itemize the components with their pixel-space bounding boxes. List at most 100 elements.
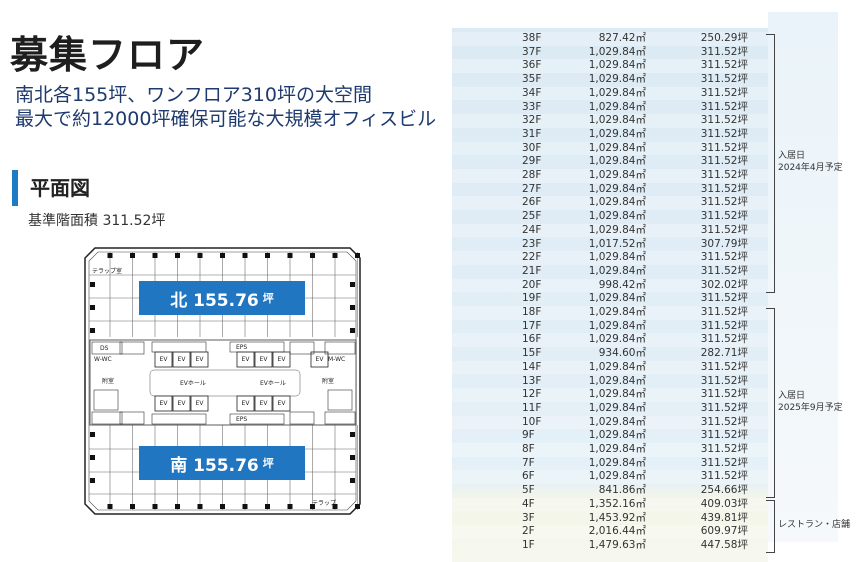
pillar	[242, 504, 248, 509]
pillar	[350, 432, 355, 437]
pillar	[107, 253, 113, 258]
floor-label: 22F	[522, 251, 542, 264]
elevator-label: EV	[259, 356, 268, 363]
subtitle-line-2: 最大で約12000坪確保可能な大規模オフィスビル	[15, 108, 437, 130]
floor-label: 37F	[522, 45, 542, 58]
core-room	[151, 341, 207, 353]
floor-label: 32F	[522, 114, 542, 127]
floor-area-sqm: 1,029.84㎡	[588, 470, 646, 483]
floor-label: 4F	[522, 497, 535, 510]
bracket-2024	[766, 34, 775, 293]
floor-label: 19F	[522, 292, 542, 305]
floor-area-tsubo: 311.52坪	[700, 333, 748, 346]
floor-area-sqm: 1,029.84㎡	[588, 155, 646, 168]
floor-label: 5F	[522, 484, 535, 497]
floor-label: 2F	[522, 525, 535, 538]
terrace-label: テラップ	[312, 500, 337, 507]
pillar	[265, 504, 270, 509]
core-room	[119, 341, 145, 355]
elevator-shaft	[154, 395, 173, 412]
core-room	[93, 389, 119, 411]
zone-south-unit: 坪	[262, 457, 274, 470]
floor-area-sqm: 1,029.84㎡	[588, 443, 646, 455]
floor-area-sqm: 827.42㎡	[598, 32, 646, 44]
elevator-label: EV	[195, 400, 204, 407]
pillar	[197, 504, 203, 509]
floor-area-tsubo: 311.52坪	[700, 374, 748, 387]
floor-label: 28F	[522, 169, 542, 181]
group-label-line2: 2024年4月予定	[778, 163, 843, 174]
floor-label: 16F	[522, 333, 542, 346]
pillar	[350, 328, 355, 333]
floor-label: 21F	[522, 264, 542, 277]
pillar	[90, 328, 95, 333]
floor-label: 1F	[522, 538, 535, 551]
floor-area-tsubo: 311.52坪	[700, 319, 748, 332]
floor-area-tsubo: 311.52坪	[700, 223, 748, 236]
floor-area-tsubo: 311.52坪	[700, 73, 748, 86]
floor-area-sqm: 934.60㎡	[598, 347, 646, 360]
pillar	[90, 455, 95, 460]
floor-area-tsubo: 311.52坪	[700, 182, 748, 195]
pillar	[90, 478, 95, 483]
pillar	[310, 504, 315, 509]
elevator-label: EV	[259, 400, 268, 407]
floor-label: 33F	[522, 100, 542, 113]
floor-area-tsubo: 311.52坪	[700, 251, 748, 264]
floor-area-tsubo: 447.58坪	[700, 538, 748, 551]
floor-area-sqm: 841.86㎡	[598, 484, 646, 497]
floor-area-sqm: 1,029.84㎡	[588, 374, 646, 387]
pillar	[355, 253, 360, 258]
floor-row: 13F 1,029.84㎡ 311.52坪	[452, 375, 768, 389]
floor-label: 24F	[522, 223, 542, 236]
pillar	[90, 305, 95, 310]
zone-north-unit: 坪	[262, 292, 274, 305]
elevator-shaft	[272, 395, 291, 412]
elevator-label: EV	[241, 356, 250, 363]
core-room	[229, 341, 285, 353]
core-room	[324, 341, 356, 355]
ev-hall	[149, 369, 301, 397]
pillar	[242, 253, 248, 258]
elevator-label: EV	[177, 400, 186, 407]
ds-label: DS	[100, 345, 109, 352]
floor-label: 7F	[522, 456, 535, 469]
floor-label: 8F	[522, 443, 535, 455]
core-room	[91, 411, 123, 425]
floor-label: 23F	[522, 237, 542, 250]
floor-label: 11F	[522, 401, 542, 414]
pillar	[220, 253, 225, 258]
pillar	[175, 504, 180, 509]
elevator-shaft	[254, 395, 273, 412]
floor-area-tsubo: 311.52坪	[700, 100, 748, 113]
floor-area-tsubo: 311.52坪	[700, 306, 748, 318]
floor-area-tsubo: 311.52坪	[700, 59, 748, 72]
floor-area-sqm: 1,029.84㎡	[588, 86, 646, 99]
floor-area-tsubo: 609.97坪	[700, 525, 748, 538]
zone-north-label: 北 155.76	[170, 290, 259, 311]
floor-area-tsubo: 311.52坪	[700, 155, 748, 168]
floor-area-sqm: 1,029.84㎡	[588, 100, 646, 113]
floor-area-sqm: 1,029.84㎡	[588, 429, 646, 442]
terrace-room-label: テラップ室	[92, 268, 123, 275]
core-room	[119, 411, 145, 425]
floor-area-tsubo: 311.52坪	[700, 45, 748, 58]
floor-area-sqm: 1,029.84㎡	[588, 456, 646, 469]
zone-south-label: 南 155.76	[170, 455, 259, 476]
floor-label: 12F	[522, 388, 542, 401]
floor-label: 20F	[522, 278, 542, 291]
floor-label: 13F	[522, 374, 542, 387]
pillar	[107, 504, 113, 509]
pillar	[287, 504, 293, 509]
core-room	[229, 413, 285, 425]
